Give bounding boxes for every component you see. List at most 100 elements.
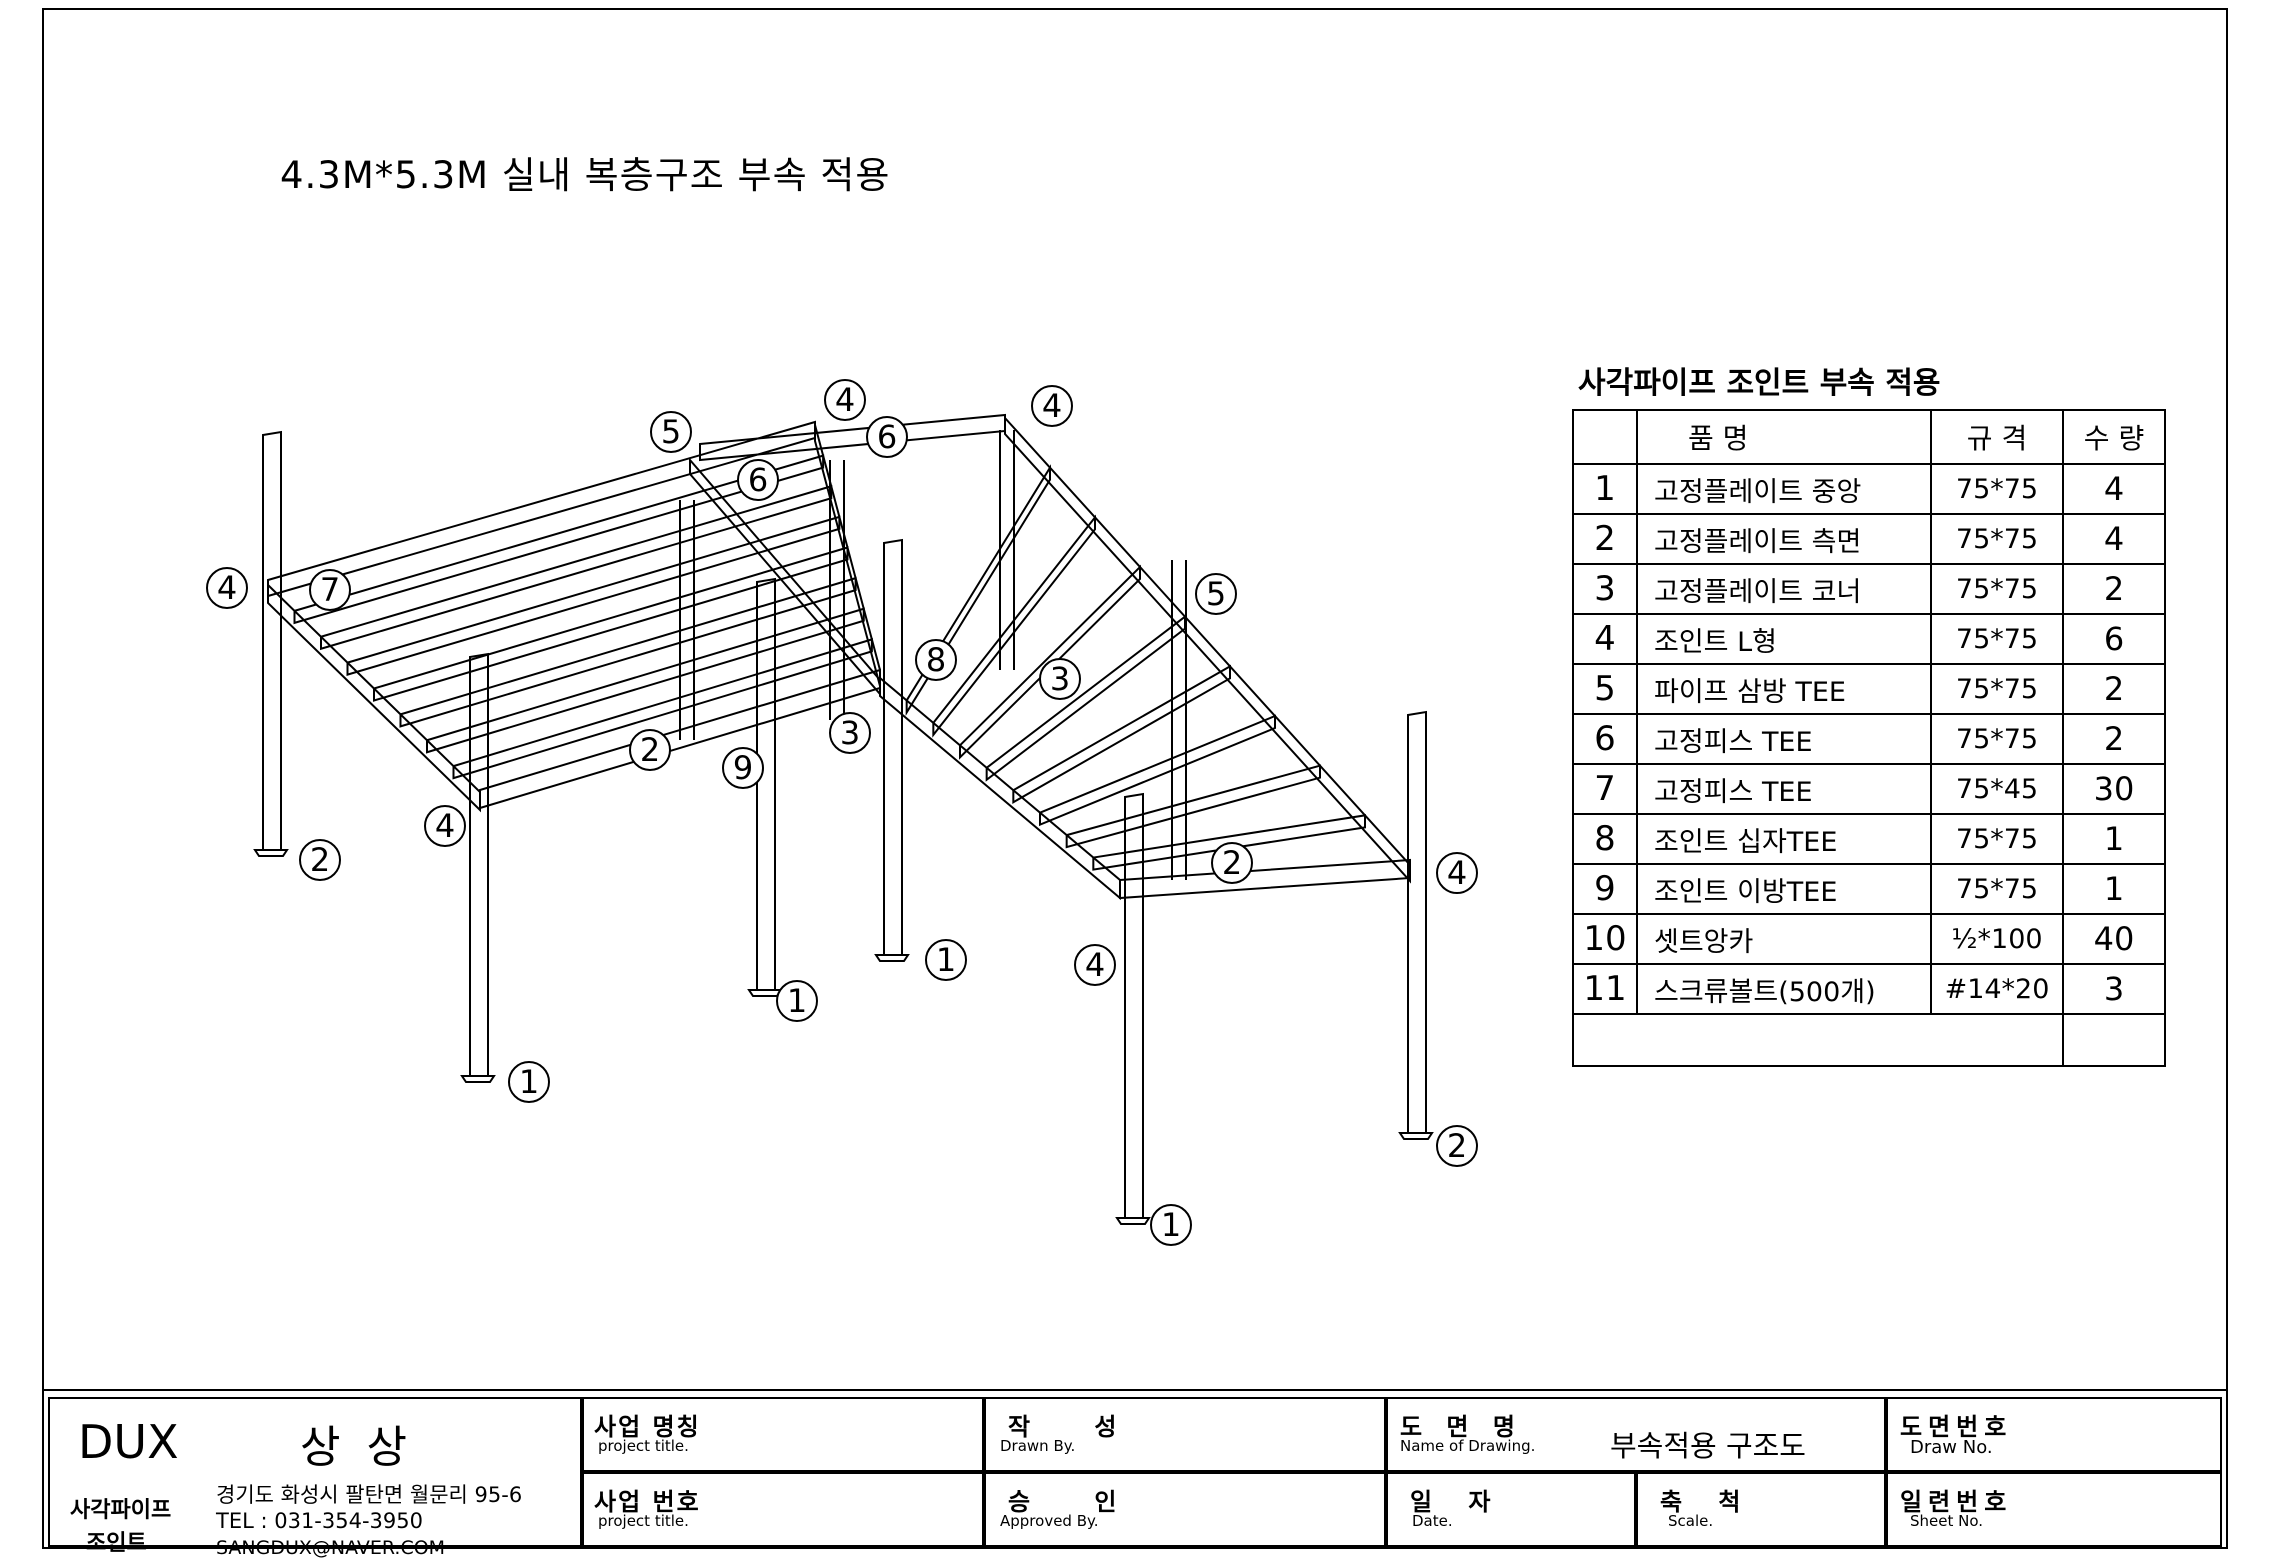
callout-circle [829, 712, 871, 754]
callout-number: 3 [840, 714, 860, 752]
callout-number: 1 [787, 982, 807, 1020]
cell-no: 11 [1572, 963, 1638, 1015]
cell-spec: #14*20 [1930, 963, 2064, 1015]
callout-number: 9 [733, 749, 753, 787]
date-label: 일 자 [1410, 1488, 1505, 1516]
header-qty: 수 량 [2062, 409, 2166, 465]
callout-number: 3 [1050, 660, 1070, 698]
callout-number: 1 [936, 941, 956, 979]
callout-number: 4 [835, 381, 855, 419]
callout-balloon: 1 [776, 980, 818, 1022]
project-title-label-en: project title. [598, 1437, 689, 1455]
cell-qty: 4 [2062, 513, 2166, 565]
frame-member [346, 515, 841, 676]
callout-balloon: 1 [925, 939, 967, 981]
company-sub-1: 사각파이프 [70, 1498, 172, 1523]
drawing-name-value: 부속적용 구조도 [1610, 1429, 1806, 1463]
callout-balloon: 2 [1436, 1125, 1478, 1167]
frame-member [1004, 415, 1411, 884]
cell-name: 셋트앙카 [1636, 913, 1932, 965]
frame-member [1039, 714, 1276, 827]
frame-member [879, 675, 1121, 901]
cell-spec: 75*75 [1930, 563, 2064, 615]
scale-label: 축 척 [1660, 1488, 1755, 1516]
project-title-label: 사업 명칭 [594, 1413, 701, 1441]
sheet-no-label-en: Sheet No. [1910, 1512, 1984, 1530]
cell-qty: 2 [2062, 563, 2166, 615]
cell-name: 조인트 L형 [1636, 613, 1932, 665]
frame-member [399, 576, 857, 728]
callout-balloon: 3 [1039, 658, 1081, 700]
project-no-label: 사업 번호 [594, 1488, 701, 1516]
cell-no: 10 [1572, 913, 1638, 965]
frame-member [1407, 710, 1427, 1134]
frame-member [747, 989, 783, 997]
callout-balloon: 4 [1436, 852, 1478, 894]
callout-circle [508, 1061, 550, 1103]
frame-member [1065, 764, 1321, 849]
cell-no: 2 [1572, 513, 1638, 565]
callout-number: 1 [519, 1063, 539, 1101]
frame-member [452, 638, 873, 780]
callout-circle [1150, 1204, 1192, 1246]
callout-circle [1031, 385, 1073, 427]
frame-member [1398, 1132, 1434, 1140]
callout-balloon: 4 [424, 805, 466, 847]
cell-name: 고정플레이트 중앙 [1636, 463, 1932, 515]
callout-circle [1074, 944, 1116, 986]
cell-no: 5 [1572, 663, 1638, 715]
callout-circle [824, 379, 866, 421]
callout-circle [722, 747, 764, 789]
drawing-name-cell: 도 면 명 Name of Drawing. 부속적용 구조도 [1386, 1397, 1886, 1472]
frame-member [959, 564, 1141, 760]
frame-member [1119, 858, 1411, 900]
callout-circle [776, 980, 818, 1022]
cell-name: 조인트 이방TEE [1636, 863, 1932, 915]
frame-member [426, 607, 865, 754]
cell-name: 고정플레이트 측면 [1636, 513, 1932, 565]
cell-spec: 75*45 [1930, 763, 2064, 815]
cell-qty: 1 [2062, 863, 2166, 915]
drawn-by-label-en: Drawn By. [1000, 1437, 1076, 1455]
company-address: 경기도 화성시 팔탄면 월문리 95-6 [216, 1483, 523, 1507]
drawing-name-label: 도 면 명 [1400, 1413, 1523, 1441]
cell-spec: 75*75 [1930, 613, 2064, 665]
callout-balloon: 5 [650, 411, 692, 453]
callout-circle [650, 411, 692, 453]
callout-circle [925, 939, 967, 981]
draw-no-label: 도면번호 [1900, 1413, 2013, 1441]
callout-circle [299, 839, 341, 881]
sheet-no-cell: 일련번호 Sheet No. [1886, 1472, 2222, 1547]
callout-circle [424, 805, 466, 847]
callout-number: 7 [320, 571, 340, 609]
parts-table-title: 사각파이프 조인트 부속 적용 [1578, 366, 1941, 401]
callout-number: 4 [217, 569, 237, 607]
callout-balloon: 8 [915, 639, 957, 681]
callout-balloon: 5 [1195, 573, 1237, 615]
callout-circle [1436, 852, 1478, 894]
date-cell: 일 자 Date. [1386, 1472, 1636, 1547]
header-spec: 규 격 [1930, 409, 2064, 465]
company-tel: TEL : 031-354-3950 [216, 1509, 423, 1533]
cell-no: 8 [1572, 813, 1638, 865]
draw-no-label-en: Draw No. [1910, 1437, 1993, 1458]
cell-qty: 2 [2062, 663, 2166, 715]
frame-member [262, 430, 282, 851]
frame-member [460, 1075, 496, 1083]
cell-qty: 6 [2062, 613, 2166, 665]
callout-number: 1 [1161, 1206, 1181, 1244]
cell-qty: 40 [2062, 913, 2166, 965]
frame-member [699, 413, 1006, 462]
scale-label-en: Scale. [1668, 1512, 1714, 1530]
frame-member [932, 514, 1096, 738]
drawn-by-label: 작 성 [1008, 1413, 1145, 1441]
company-name-ko: 상 상 [300, 1422, 413, 1473]
callout-balloon: 1 [1150, 1204, 1192, 1246]
